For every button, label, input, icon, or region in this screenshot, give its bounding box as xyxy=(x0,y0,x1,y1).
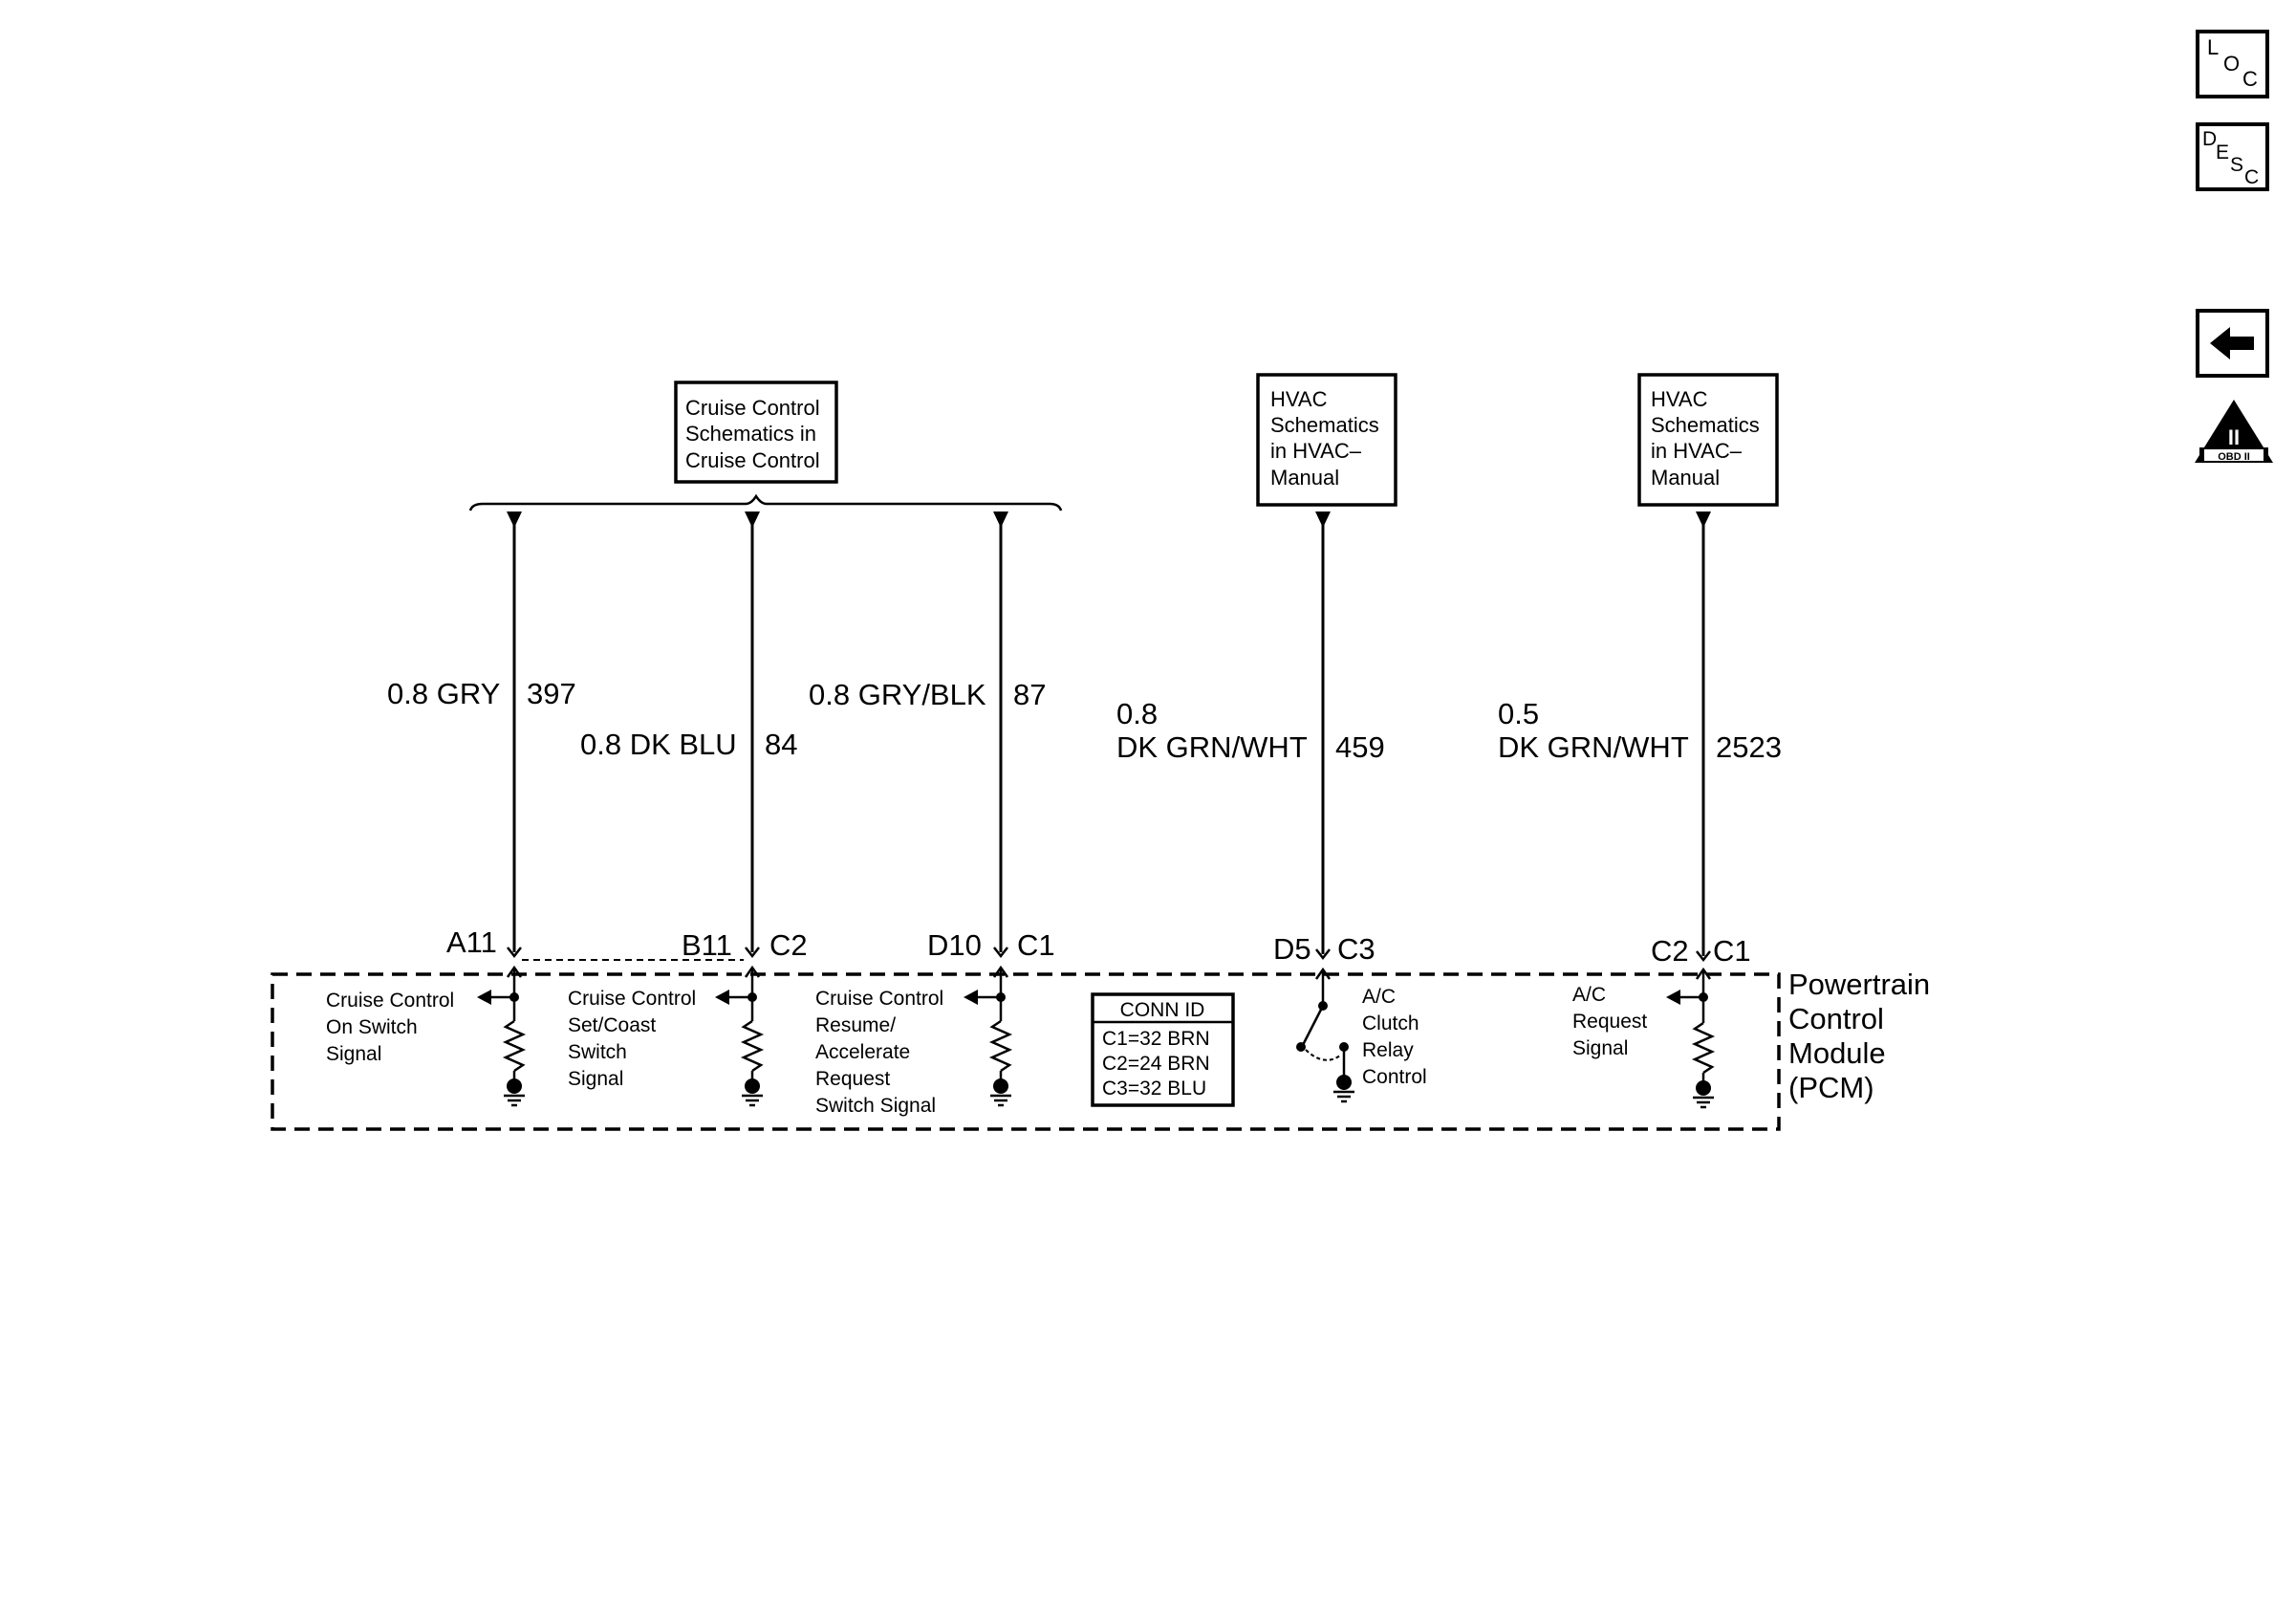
module-line-1: Powertrain xyxy=(1788,968,1930,1001)
ac-request-line-2: Request xyxy=(1572,1011,1647,1033)
hvac1-line-4: Manual xyxy=(1270,466,1339,490)
circuit-cruise-on xyxy=(477,966,527,1107)
wire-459-color: DK GRN/WHT xyxy=(1116,730,1308,764)
pcm-module-boundary xyxy=(271,972,1781,1131)
wire-459-circuit: 459 xyxy=(1335,730,1385,764)
cruise-box-line-3: Cruise Control xyxy=(685,448,820,472)
loc-letter-o: O xyxy=(2223,52,2240,76)
set-coast-line-3: Switch xyxy=(568,1041,627,1063)
desc-letter-c: C xyxy=(2244,166,2259,188)
label-set-coast-signal: Cruise Control Set/Coast Switch Signal xyxy=(568,988,696,1090)
label-ac-request-signal: A/C Request Signal xyxy=(1572,984,1647,1059)
cruise-box-line-1: Cruise Control xyxy=(685,396,820,420)
ac-clutch-line-4: Control xyxy=(1362,1066,1427,1088)
set-coast-line-4: Signal xyxy=(568,1068,623,1090)
back-button[interactable] xyxy=(2196,309,2269,378)
cruise-box-line-2: Schematics in xyxy=(685,422,816,446)
circuit-resume-accelerate xyxy=(964,966,1013,1107)
resume-line-1: Cruise Control xyxy=(815,988,943,1010)
obd-numeral: II xyxy=(2228,425,2240,449)
conn-id-row-c3: C3=32 BLU xyxy=(1102,1078,1206,1099)
wire-2523-color: DK GRN/WHT xyxy=(1498,730,1689,764)
pin-c2-connector-a: C2 xyxy=(769,928,808,962)
module-line-3: Module xyxy=(1788,1036,1886,1070)
desc-button[interactable]: D E S C xyxy=(2196,122,2269,191)
obd-warning-icon: II xyxy=(2195,400,2273,463)
wire-459-size: 0.8 xyxy=(1116,697,1158,730)
wire-84: 0.8 DK BLU 84 xyxy=(580,512,797,952)
wire-84-circuit: 84 xyxy=(765,728,797,761)
hvac2-line-3: in HVAC– xyxy=(1651,439,1743,463)
ac-request-line-1: A/C xyxy=(1572,984,1606,1006)
loc-button[interactable]: L O C xyxy=(2196,30,2269,98)
resume-line-2: Resume/ xyxy=(815,1014,896,1036)
loc-letter-c: C xyxy=(2242,67,2258,91)
desc-letter-d: D xyxy=(2202,128,2217,150)
wire-2523-size: 0.5 xyxy=(1498,697,1539,730)
set-coast-line-1: Cruise Control xyxy=(568,988,696,1010)
label-resume-signal: Cruise Control Resume/ Accelerate Reques… xyxy=(815,988,943,1117)
module-line-2: Control xyxy=(1788,1002,1884,1035)
cruise-on-line-2: On Switch xyxy=(326,1016,418,1038)
resume-line-4: Request xyxy=(815,1068,890,1090)
wire-397-size-color: 0.8 GRY xyxy=(387,677,500,710)
module-line-4: (PCM) xyxy=(1788,1071,1874,1104)
conn-id-row-c1: C1=32 BRN xyxy=(1102,1028,1210,1050)
cruise-on-line-3: Signal xyxy=(326,1043,381,1065)
resume-line-5: Switch Signal xyxy=(815,1095,936,1117)
arrow-left-icon xyxy=(2210,327,2254,359)
resume-line-3: Accelerate xyxy=(815,1041,910,1063)
pin-c1-connector-a: C1 xyxy=(1017,928,1055,962)
circuit-ac-clutch-relay xyxy=(1296,968,1356,1103)
wire-2523-circuit: 2523 xyxy=(1716,730,1782,764)
conn-id-title: CONN ID xyxy=(1120,999,1205,1021)
obd-label: OBD II xyxy=(2218,451,2250,463)
desc-letter-e: E xyxy=(2216,142,2229,163)
loc-letter-l: L xyxy=(2207,35,2219,59)
desc-letter-s: S xyxy=(2230,154,2243,176)
hvac2-line-4: Manual xyxy=(1651,466,1720,490)
cruise-control-reference-box[interactable]: Cruise Control Schematics in Cruise Cont… xyxy=(674,381,838,484)
circuit-ac-request xyxy=(1666,968,1716,1109)
wire-87-size-color: 0.8 GRY/BLK xyxy=(809,678,986,711)
pin-d10: D10 xyxy=(927,928,982,962)
hvac1-line-2: Schematics xyxy=(1270,413,1379,437)
pin-a11: A11 xyxy=(446,925,497,959)
pin-d5: D5 xyxy=(1273,932,1311,966)
cruise-brace xyxy=(468,493,1063,512)
obd-ii-button[interactable]: II OBD II xyxy=(2195,400,2273,463)
wire-459: 0.8 DK GRN/WHT 459 xyxy=(1116,512,1385,954)
ac-clutch-line-1: A/C xyxy=(1362,986,1396,1008)
label-ac-clutch-relay: A/C Clutch Relay Control xyxy=(1362,986,1427,1088)
wire-2523: 0.5 DK GRN/WHT 2523 xyxy=(1498,512,1782,956)
hvac-reference-box-2[interactable]: HVAC Schematics in HVAC– Manual xyxy=(1637,373,1779,507)
hvac2-line-2: Schematics xyxy=(1651,413,1760,437)
pin-c1-connector-b: C1 xyxy=(1713,934,1751,968)
pin-c2-connector-b: C2 xyxy=(1651,934,1689,968)
hvac1-line-3: in HVAC– xyxy=(1270,439,1362,463)
conn-id-row-c2: C2=24 BRN xyxy=(1102,1053,1210,1075)
ac-clutch-line-2: Clutch xyxy=(1362,1012,1419,1034)
hvac1-line-1: HVAC xyxy=(1270,387,1328,411)
pin-c3: C3 xyxy=(1337,932,1375,966)
circuit-set-coast xyxy=(715,966,765,1107)
hvac2-line-1: HVAC xyxy=(1651,387,1708,411)
label-cruise-on-signal: Cruise Control On Switch Signal xyxy=(326,990,454,1065)
ac-request-line-3: Signal xyxy=(1572,1037,1628,1059)
pcm-module-label: Powertrain Control Module (PCM) xyxy=(1788,968,1930,1104)
wire-87-circuit: 87 xyxy=(1013,678,1046,711)
wire-87: 0.8 GRY/BLK 87 xyxy=(809,512,1046,952)
conn-id-table: CONN ID C1=32 BRN C2=24 BRN C3=32 BLU xyxy=(1091,992,1235,1107)
pin-b11: B11 xyxy=(682,928,732,962)
cruise-on-line-1: Cruise Control xyxy=(326,990,454,1012)
set-coast-line-2: Set/Coast xyxy=(568,1014,656,1036)
wire-397-circuit: 397 xyxy=(527,677,576,710)
wire-397: 0.8 GRY 397 xyxy=(387,512,576,952)
wire-84-size-color: 0.8 DK BLU xyxy=(580,728,737,761)
ac-clutch-line-3: Relay xyxy=(1362,1039,1414,1061)
hvac-reference-box-1[interactable]: HVAC Schematics in HVAC– Manual xyxy=(1256,373,1397,507)
